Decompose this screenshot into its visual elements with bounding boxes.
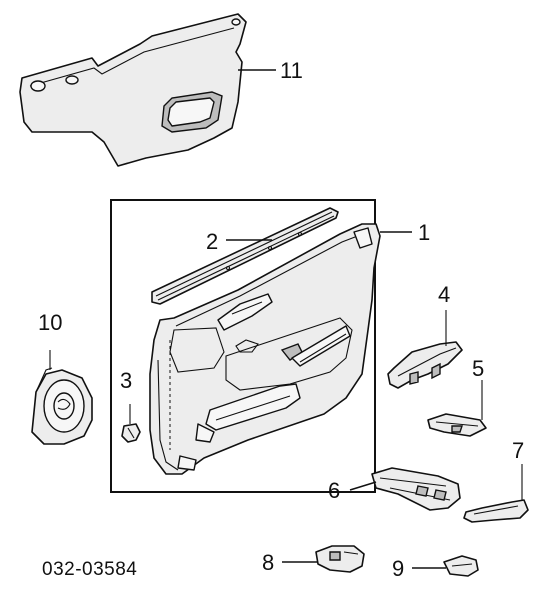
callout-6: 6 (328, 478, 340, 503)
part-2-weatherstrip (151, 207, 339, 305)
part-6-switch-bracket (371, 467, 461, 511)
part-7-armrest-trim (463, 464, 529, 523)
part-10-speaker (31, 350, 93, 445)
door-lining-assembly-frame (110, 199, 376, 493)
callout-10: 10 (38, 310, 62, 335)
callout-9: 9 (392, 556, 404, 581)
callout-7: 7 (512, 438, 524, 463)
callout-2: 2 (206, 229, 218, 254)
part-8-bracket (315, 545, 365, 573)
callout-5: 5 (472, 356, 484, 381)
part-11-cover-sheet (19, 13, 247, 167)
part-3-clip (121, 404, 141, 443)
diagram-code: 032-03584 (42, 559, 137, 580)
part-9-clip (443, 555, 479, 577)
callout-11: 11 (280, 58, 303, 83)
part-5-bracket (427, 380, 487, 437)
part-1-door-lining (149, 223, 381, 475)
callout-1: 1 (418, 220, 430, 245)
part-4-pull-handle (387, 310, 463, 389)
callout-3: 3 (120, 368, 132, 393)
callout-8: 8 (262, 550, 274, 575)
leader-6 (349, 481, 377, 491)
callout-4: 4 (438, 282, 450, 307)
